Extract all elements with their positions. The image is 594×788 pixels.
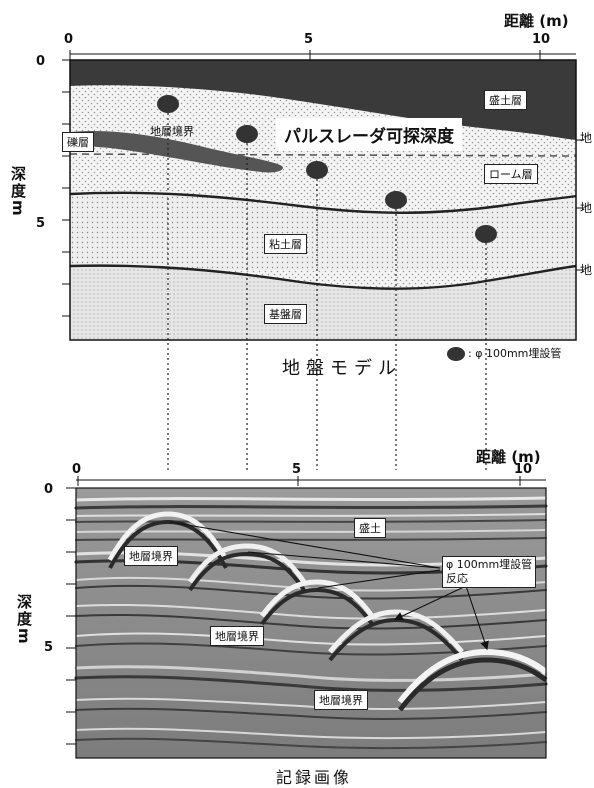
pipe-marker-5 [475,225,497,243]
hyperbola-5 [397,648,548,704]
hyperbola-3 [259,579,375,618]
legend-text: : φ 100mm埋設管 [468,347,562,360]
radar-depth-label: パルスレーダ可探深度 [276,118,462,151]
boundary-label-3: 地層境界 [314,690,368,710]
fill-layer-label: 盛土層 [484,90,527,110]
boundary-label-1: 地層境界 [124,546,178,566]
right-mark-3: 地 [580,263,593,277]
pipe-marker-2 [236,125,258,143]
top-depth-tick-0: 0 [36,54,46,69]
bedrock-layer [70,265,576,340]
pipe-marker-3 [306,161,328,179]
leader-line-4 [394,585,467,621]
pipe-marker-1 [157,95,179,113]
legend-pipe-icon [447,347,465,361]
bottom-depth-tick-5: 5 [44,640,54,655]
bottom-depth-label: 深度m [15,594,33,646]
top-distance-label: 距離 (m) [504,12,569,30]
right-mark-1: 地 [580,131,593,145]
clay-layer-label: 粘土層 [264,234,307,254]
radar-background [76,488,546,758]
radar-record-image [66,476,548,759]
loam-layer-label: ローム層 [484,164,538,184]
pipe-response-line-1: φ 100mm埋設管 [446,558,533,571]
pipe-response-label: φ 100mm埋設管 反応 [442,556,537,588]
pipe-marker-4 [385,191,407,209]
bottom-x-tick-10: 10 [514,462,533,477]
top-x-tick-5: 5 [304,32,314,47]
record-image-caption: 記録画像 [276,768,353,787]
boundary-label-top: 地層境界 [150,125,194,138]
bottom-x-tick-5: 5 [292,462,302,477]
top-depth-label: 深度m [9,166,27,218]
hyperbola-2 [187,543,307,584]
fill-label-bottom: 盛土 [354,518,386,538]
pipe-response-line-2: 反応 [446,572,468,585]
bedrock-layer-label: 基盤層 [264,304,307,324]
leader-line-2 [247,551,441,569]
hyperbola-1 [107,511,229,562]
bottom-depth-tick-0: 0 [44,482,54,497]
leader-line-1 [169,521,441,569]
top-depth-tick-5: 5 [36,216,46,231]
hyperbola-4 [328,609,464,654]
leader-line-3 [317,569,441,589]
ground-model-caption: 地盤モデル [282,358,402,379]
radar-depth-line [69,153,577,157]
boundary-line-1 [69,191,577,214]
boundary-label-2: 地層境界 [210,626,264,646]
leader-line-5 [465,585,489,651]
right-mark-2: 地 [580,201,593,215]
gravel-layer [70,130,283,173]
boundary-line-2 [69,264,577,290]
top-x-tick-10: 10 [532,32,551,47]
gravel-layer-label: 礫層 [62,132,94,152]
bottom-distance-label: 距離 (m) [476,448,541,466]
model-frame [69,59,577,341]
top-x-tick-0: 0 [64,32,74,47]
bottom-x-tick-0: 0 [72,462,82,477]
